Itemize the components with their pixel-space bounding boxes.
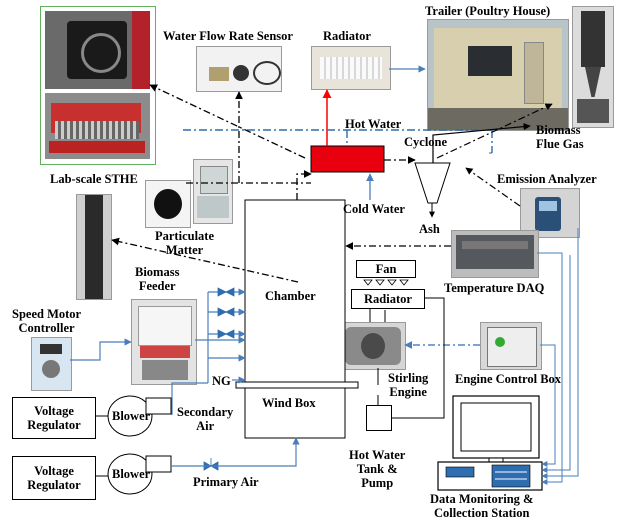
ash-label: Ash [419,222,440,236]
trailer-photo [427,19,569,131]
data-monitoring-label: Data Monitoring & Collection Station [430,492,534,520]
emission-analyzer-photo [520,188,580,238]
cyclone-photo [572,6,614,128]
engine-control-box-photo [480,322,542,370]
temperature-daq-label: Temperature DAQ [444,281,545,295]
engine-control-box-label: Engine Control Box [455,372,562,386]
biomass-feeder-photo [131,299,197,385]
sthe-photo-top [45,11,150,89]
ng-label: NG [212,374,231,388]
particulate-filter-photo [145,180,191,228]
radiator-engine-box: Radiator [351,289,425,309]
blower-shapes [107,395,172,495]
cold-water-label: Cold Water [343,202,405,216]
wind-box-plate [235,381,359,389]
water-flow-sensor-label: Water Flow Rate Sensor [163,29,293,43]
water-flow-sensor-photo [196,46,282,92]
monitor-screen [460,402,532,452]
blower-2-label: Blower [112,467,151,481]
sthe-tower-photo [76,194,112,300]
biomass-flue-gas-label: Biomass Flue Gas [536,123,584,151]
fan-box: Fan [356,260,416,278]
hot-water-label: Hot Water [345,117,402,131]
chamber-box [244,199,346,439]
balance-scale-photo [193,159,233,224]
blower-1-label: Blower [112,409,151,423]
primary-air-label: Primary Air [193,475,259,489]
wind-box-label: Wind Box [262,396,316,410]
lab-scale-sthe-photo-frame [40,6,156,165]
stirling-engine-photo [340,322,406,370]
biomass-feeder-label: Biomass Feeder [135,265,180,293]
fan-arrows [363,279,409,286]
voltage-regulator-box-2: Voltage Regulator [12,456,96,500]
radiator-top-label: Radiator [323,29,371,43]
monitor-stand [488,457,504,463]
heat-exchanger [310,145,385,173]
secondary-air-label: Secondary Air [177,405,234,433]
cyclone-label: Cyclone [404,135,448,149]
particulate-matter-label: Particulate Matter [155,229,215,257]
hot-water-tank-pump-label: Hot Water Tank & Pump [349,448,406,490]
speed-motor-controller-label: Speed Motor Controller [12,307,82,335]
voltage-regulator-box-1: Voltage Regulator [12,397,96,439]
trailer-label: Trailer (Poultry House) [425,4,551,18]
temperature-daq-photo [451,230,539,278]
radiator-photo [311,46,391,90]
chamber-label: Chamber [265,289,316,303]
cyclone-shape [414,162,451,204]
hot-water-tank-box [366,405,392,431]
sthe-photo-bottom [45,93,150,159]
lab-scale-sthe-label: Lab-scale STHE [50,172,138,186]
stirling-engine-label: Stirling Engine [388,371,429,399]
speed-motor-controller-photo [31,337,72,391]
emission-analyzer-label: Emission Analyzer [497,172,597,186]
